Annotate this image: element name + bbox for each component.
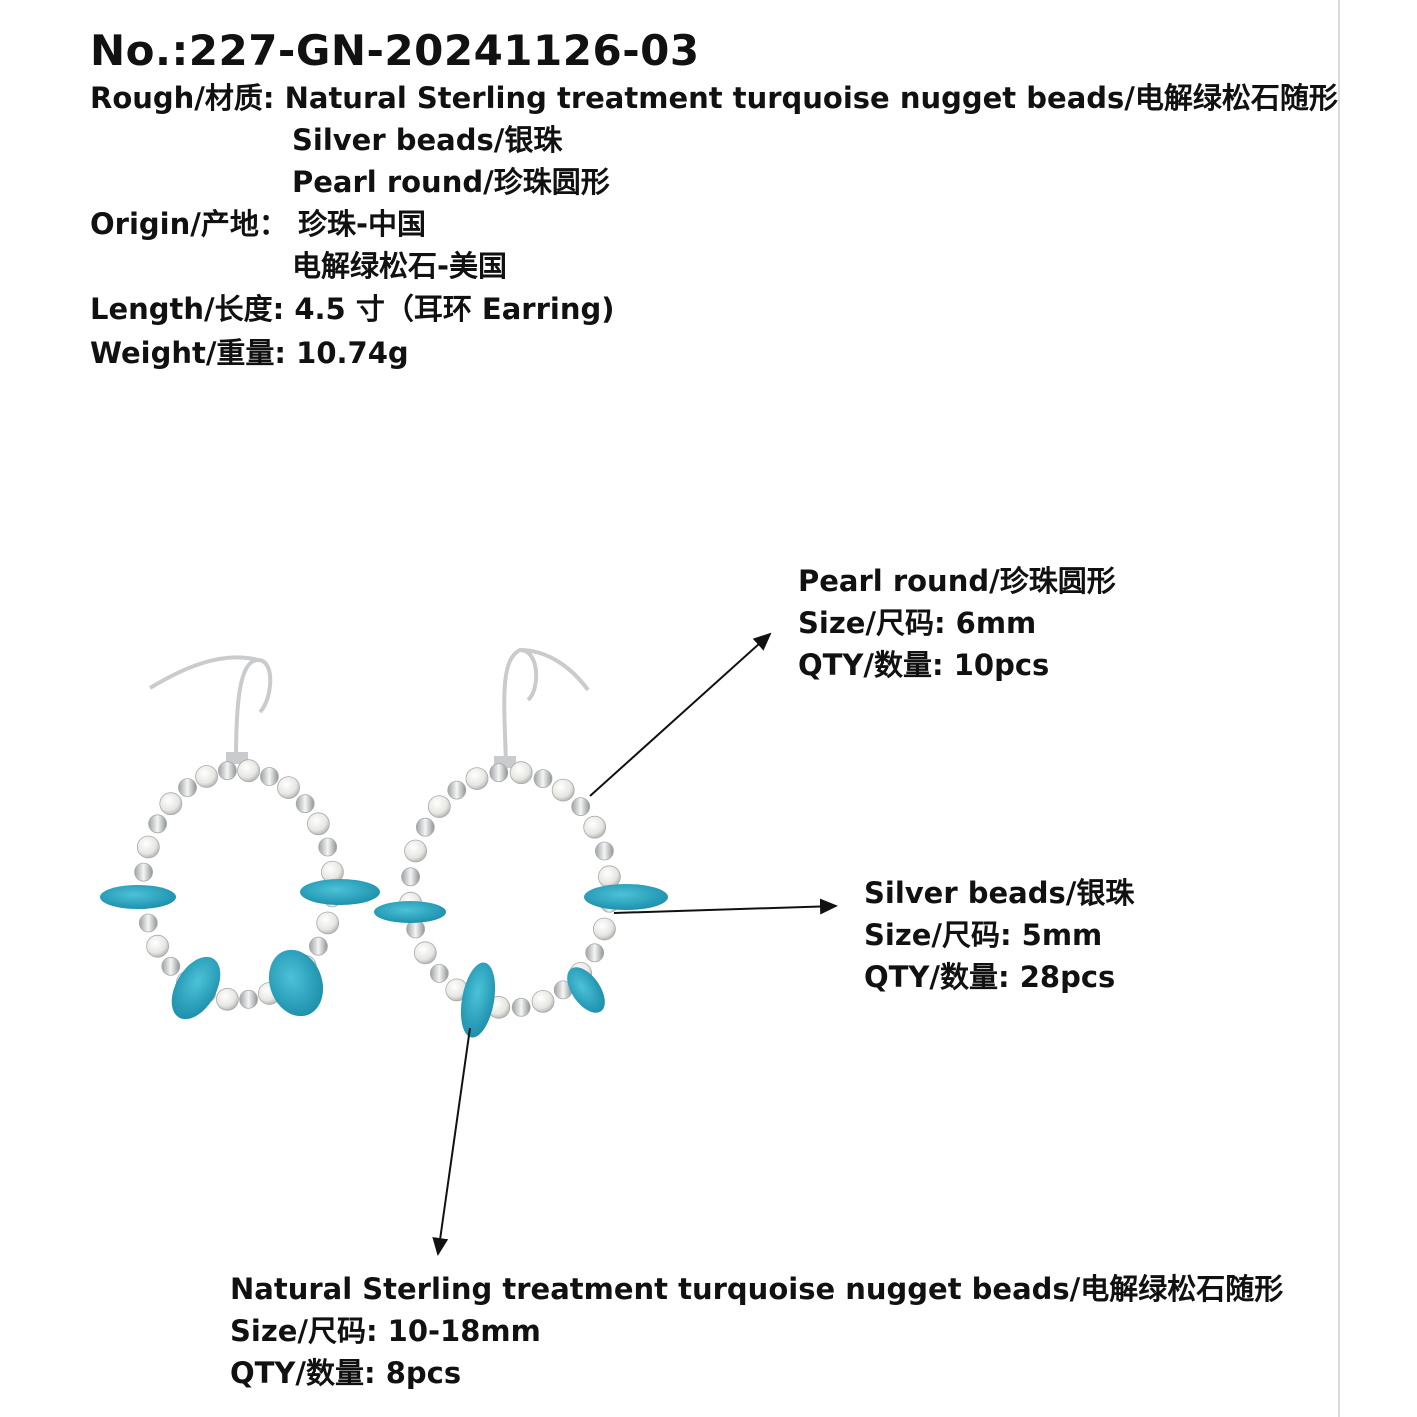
product-number: No.:227-GN-20241126-03 bbox=[90, 26, 700, 75]
rough-value-3: Pearl round/珍珠圆形 bbox=[292, 165, 610, 199]
pearl-bead bbox=[413, 941, 437, 965]
silver-bead bbox=[239, 989, 259, 1009]
pearl-bead bbox=[306, 812, 330, 836]
turquoise-callout-size: Size/尺码: 10-18mm bbox=[230, 1314, 541, 1348]
pearl-bead bbox=[277, 776, 300, 799]
right-ear-hook bbox=[502, 647, 539, 765]
silver-bead bbox=[148, 814, 168, 834]
turquoise-callout-qty: QTY/数量: 8pcs bbox=[230, 1356, 462, 1390]
weight-value: 10.74g bbox=[296, 336, 409, 370]
pearl-callout-size: Size/尺码: 6mm bbox=[798, 606, 1037, 640]
left-turquoise-nuggets bbox=[100, 879, 380, 1020]
origin-label: Origin/产地： bbox=[90, 207, 288, 241]
origin-value-1: 珍珠-中国 bbox=[297, 207, 426, 241]
pearl-bead bbox=[531, 990, 555, 1013]
turquoise-callout: Natural Sterling treatment turquoise nug… bbox=[230, 1268, 1283, 1394]
right-turquoise-nuggets bbox=[374, 884, 668, 1038]
silver-bead bbox=[511, 997, 531, 1017]
length-value: 4.5 寸（耳环 Earring) bbox=[294, 292, 615, 326]
turquoise-arrow bbox=[432, 1027, 471, 1256]
silver-bead bbox=[308, 936, 328, 956]
pearl-bead bbox=[551, 778, 575, 802]
silver-bead bbox=[571, 797, 591, 816]
pearl-callout: Pearl round/珍珠圆形 Size/尺码: 6mm QTY/数量: 10… bbox=[798, 560, 1116, 686]
silver-bead bbox=[415, 817, 435, 837]
silver-bead bbox=[447, 780, 467, 800]
pearl-bead bbox=[215, 987, 239, 1011]
pearl-bead bbox=[509, 761, 533, 785]
left-earring bbox=[100, 655, 380, 1020]
silver-bead bbox=[295, 794, 315, 814]
spec-rough: Rough/材质: Natural Sterling treatment tur… bbox=[90, 80, 1338, 116]
rough-label: Rough/材质: bbox=[90, 81, 275, 115]
pearl-bead bbox=[583, 815, 607, 839]
silver-arrow bbox=[613, 898, 838, 915]
length-label: Length/长度: bbox=[90, 292, 285, 326]
silver-callout-name: Silver beads/银珠 bbox=[864, 876, 1135, 910]
pearl-callout-qty: QTY/数量: 10pcs bbox=[798, 648, 1050, 682]
pearl-bead bbox=[159, 792, 183, 816]
silver-bead bbox=[178, 778, 197, 797]
silver-bead bbox=[401, 867, 421, 887]
spec-length: Length/长度: 4.5 寸（耳环 Earring) bbox=[90, 291, 615, 327]
silver-callout-size: Size/尺码: 5mm bbox=[864, 918, 1103, 952]
weight-label: Weight/重量: bbox=[90, 336, 287, 370]
spec-weight: Weight/重量: 10.74g bbox=[90, 335, 409, 371]
silver-bead bbox=[161, 956, 181, 976]
pearl-bead bbox=[195, 765, 219, 788]
pearl-bead bbox=[404, 839, 428, 863]
right-earring bbox=[374, 647, 668, 1038]
pearl-arrow bbox=[589, 632, 772, 797]
page-right-border bbox=[1338, 0, 1340, 1417]
origin-value-2: 电解绿松石-美国 bbox=[292, 249, 508, 283]
left-ear-hook bbox=[234, 657, 273, 761]
pearl-bead bbox=[427, 795, 451, 818]
silver-bead bbox=[533, 769, 553, 788]
silver-bead bbox=[138, 913, 158, 933]
pearl-bead bbox=[465, 767, 489, 790]
rough-value-2: Silver beads/银珠 bbox=[292, 123, 563, 157]
silver-bead bbox=[595, 841, 614, 861]
silver-callout: Silver beads/银珠 Size/尺码: 5mm QTY/数量: 28p… bbox=[864, 872, 1134, 998]
silver-bead bbox=[318, 837, 338, 857]
pearl-bead bbox=[593, 917, 616, 941]
pearl-bead bbox=[136, 835, 160, 859]
pearl-callout-name: Pearl round/珍珠圆形 bbox=[798, 564, 1116, 598]
pearl-bead bbox=[146, 934, 170, 958]
silver-bead bbox=[429, 964, 449, 983]
silver-bead bbox=[585, 943, 605, 963]
turquoise-callout-name: Natural Sterling treatment turquoise nug… bbox=[230, 1272, 1284, 1306]
silver-bead bbox=[259, 767, 279, 786]
pearl-bead bbox=[316, 911, 340, 935]
spec-origin: Origin/产地： 珍珠-中国 bbox=[90, 206, 426, 242]
pearl-bead bbox=[237, 759, 261, 783]
silver-bead bbox=[217, 761, 237, 781]
rough-value-1: Natural Sterling treatment turquoise nug… bbox=[284, 81, 1338, 115]
silver-callout-qty: QTY/数量: 28pcs bbox=[864, 960, 1116, 994]
silver-bead bbox=[489, 763, 509, 783]
silver-bead bbox=[134, 862, 154, 882]
